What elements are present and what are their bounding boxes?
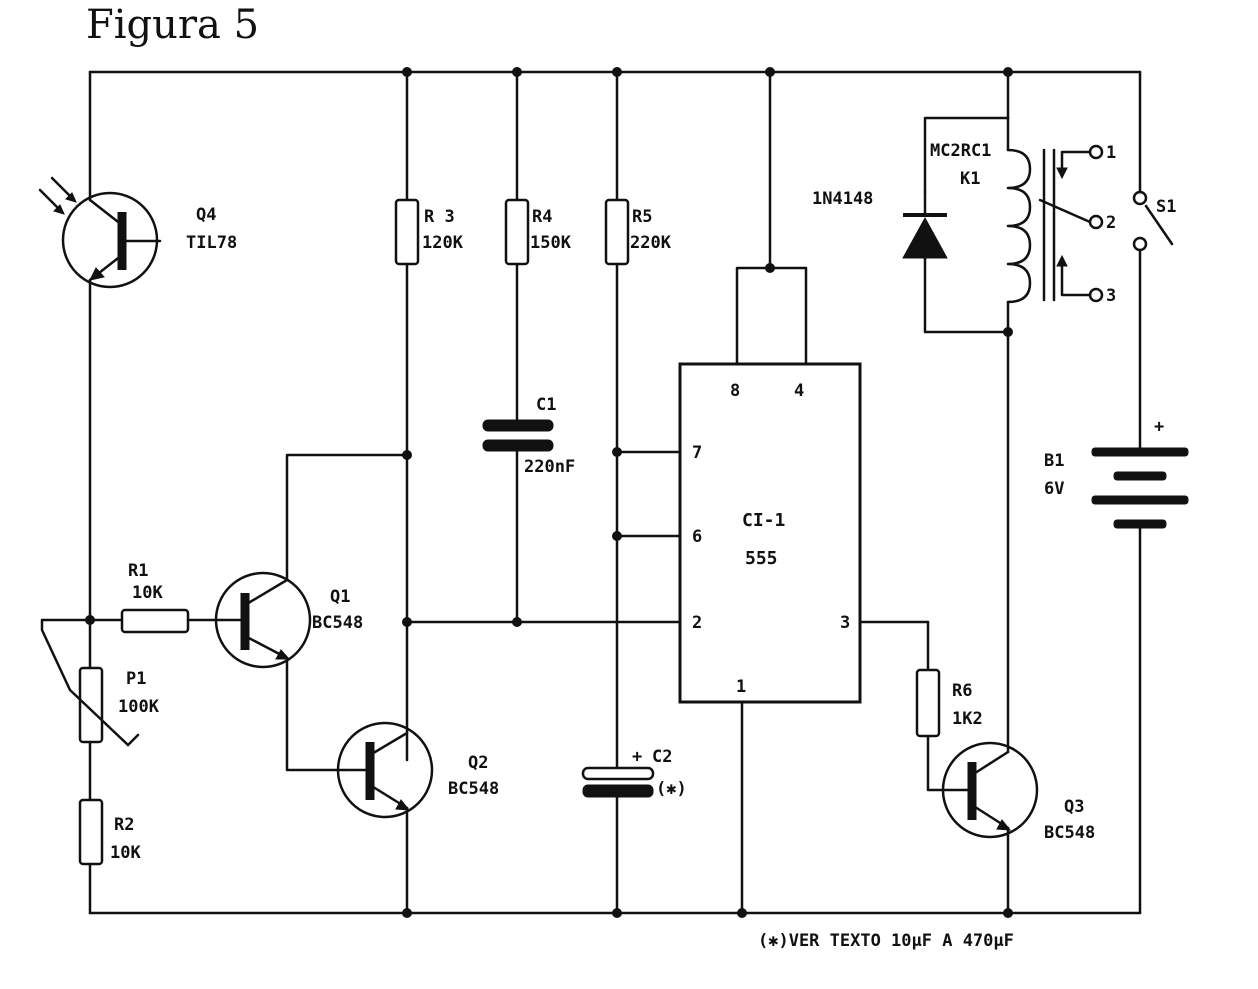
junction-node [512, 617, 522, 627]
footnote: (✱)VER TEXTO 10µF A 470µF [758, 931, 1014, 951]
junction-node [765, 263, 775, 273]
r6-ref: R6 [952, 681, 972, 701]
q3-value: BC548 [1044, 823, 1095, 843]
junction-node [402, 67, 412, 77]
figure-title: Figura 5 [86, 2, 259, 48]
junction-node [612, 531, 622, 541]
switch-ref: S1 [1156, 197, 1176, 217]
c1-value: 220nF [524, 457, 575, 477]
switch-s1 [1132, 70, 1174, 450]
r3-ref: R 3 [424, 207, 455, 227]
r2-value: 10K [110, 843, 141, 863]
diode-1n4148 [902, 190, 948, 260]
c2-ref: C2 [652, 747, 672, 767]
relay-contact-1: 1 [1106, 143, 1116, 163]
c2-note: (✱) [656, 779, 687, 799]
r6-value: 1K2 [952, 709, 983, 729]
q2-transistor [336, 721, 434, 915]
q3-ref: Q3 [1064, 797, 1084, 817]
r1-resistor [88, 608, 224, 634]
diode-value: 1N4148 [812, 189, 873, 209]
junction-node [402, 450, 412, 460]
junction-node [612, 908, 622, 918]
ic-pin-3: 3 [840, 613, 850, 633]
q1-transistor [214, 453, 409, 772]
battery-b1 [1091, 447, 1189, 915]
r6-resistor [915, 620, 972, 792]
junction-node [737, 908, 747, 918]
r4-resistor [504, 70, 530, 422]
junction-node [1003, 67, 1013, 77]
q4-phototransistor [38, 70, 162, 622]
c2-electrolytic-capacitor [581, 766, 655, 915]
r5-value: 220K [630, 233, 672, 253]
q2-ref: Q2 [468, 753, 488, 773]
ic-pin-7: 7 [692, 443, 702, 463]
r3-resistor [394, 70, 420, 762]
junction-node [612, 67, 622, 77]
ic-value: 555 [745, 548, 778, 569]
r1-ref: R1 [128, 561, 148, 581]
r2-ref: R2 [114, 815, 134, 835]
battery-plus: + [1154, 417, 1164, 437]
q4-ref: Q4 [196, 205, 216, 225]
q4-value: TIL78 [186, 233, 237, 253]
relay-ref: K1 [960, 169, 980, 189]
r4-ref: R4 [532, 207, 552, 227]
r5-resistor [604, 70, 682, 770]
junction-node [1003, 908, 1013, 918]
ic-555 [678, 70, 930, 915]
c2-plus: + [632, 747, 642, 767]
p1-value: 100K [118, 697, 160, 717]
ic-pin-4: 4 [794, 381, 804, 401]
relay-k1 [923, 70, 1104, 754]
r4-value: 150K [530, 233, 572, 253]
c1-ref: C1 [536, 395, 556, 415]
ic-pin-2: 2 [692, 613, 702, 633]
q1-value: BC548 [312, 613, 363, 633]
junction-node [765, 67, 775, 77]
relay-value: MC2RC1 [930, 141, 991, 161]
junction-node [612, 447, 622, 457]
ic-pin-6: 6 [692, 527, 702, 547]
ic-pin-8: 8 [730, 381, 740, 401]
p1-potentiometer [40, 618, 140, 802]
relay-contact-3: 3 [1106, 286, 1116, 306]
r2-resistor [78, 798, 104, 915]
c1-capacitor [482, 419, 554, 624]
q3-transistor [941, 741, 1039, 915]
q1-ref: Q1 [330, 587, 350, 607]
battery-value: 6V [1044, 479, 1064, 499]
ic-ref: CI-1 [742, 510, 785, 531]
q2-value: BC548 [448, 779, 499, 799]
battery-ref: B1 [1044, 451, 1064, 471]
p1-ref: P1 [126, 669, 146, 689]
r1-value: 10K [132, 583, 163, 603]
junction-node [1003, 327, 1013, 337]
r5-ref: R5 [632, 207, 652, 227]
relay-contact-2: 2 [1106, 213, 1116, 233]
junction-node [512, 67, 522, 77]
ic-pin-1: 1 [736, 677, 746, 697]
r3-value: 120K [422, 233, 464, 253]
